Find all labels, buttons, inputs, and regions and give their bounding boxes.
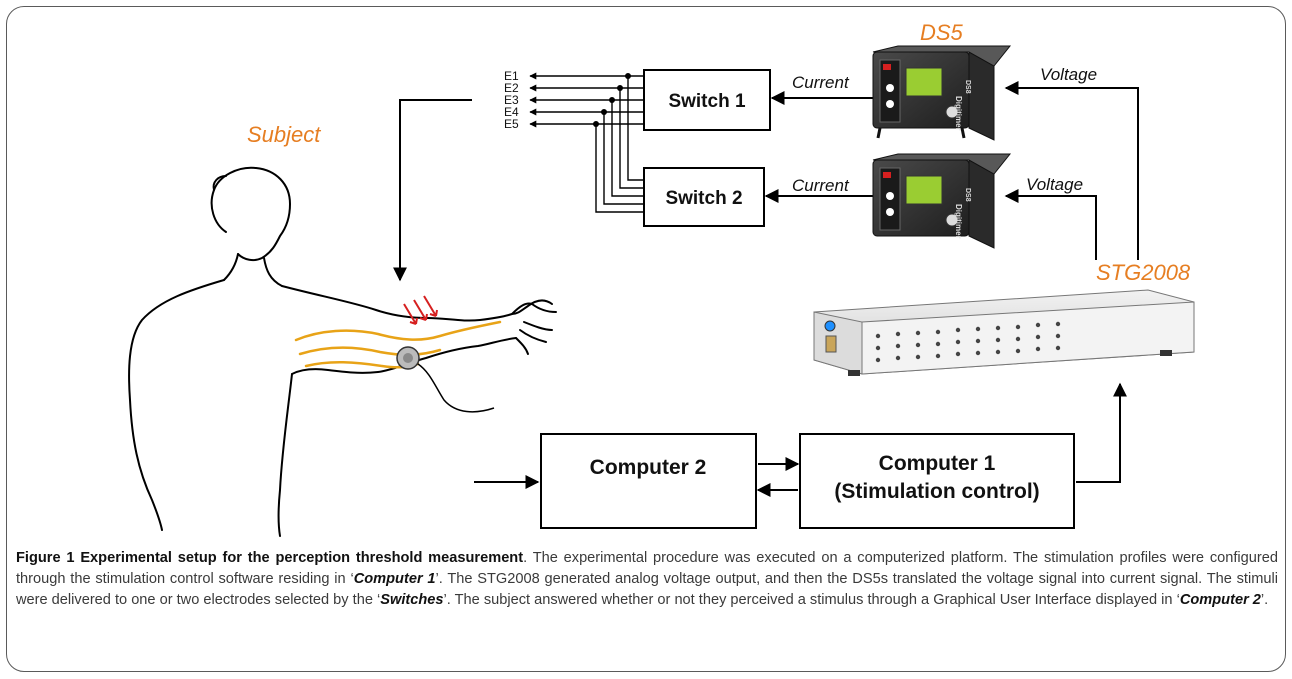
voltage-label-2: Voltage [1026,175,1083,194]
computer-1-label-line2: (Stimulation control) [834,480,1039,503]
switch-2-box [643,167,765,227]
electrode-label-e4: E4 [504,105,519,119]
subject-label: Subject [247,122,321,147]
computer-1-box [799,433,1075,529]
ds5-device-bottom: Digitimer DS8 [872,153,1012,249]
subject-figure [128,166,557,537]
caption-text-1: . The experimental procedure was execute… [16,550,1278,587]
electrode-label-e5: E5 [504,117,519,131]
caption-title: Figure 1 Experimental setup for the perc… [16,550,524,566]
stg2008-label: STG2008 [1096,260,1191,285]
voltage-arrow-1 [1004,81,1139,260]
computer-1-label-line1: Computer 1 [879,452,996,475]
caption-text-2: . The STG2008 generated analog voltage o… [16,571,1278,608]
ds5-label: DS5 [920,20,964,45]
caption-quote-2-close: ’ [443,592,447,608]
stg2008-device [813,289,1195,376]
electrode-leads [529,72,644,213]
computer-2-box [540,433,757,529]
caption-quote-3-close: ’ [1260,592,1265,608]
ds5-bottom-brand: Digitimer [954,204,963,239]
figure-caption: Figure 1 Experimental setup for the perc… [16,548,1278,611]
voltage-label-1: Voltage [1040,65,1097,84]
computer1-to-stg-arrow [1076,382,1127,483]
caption-computer2: Computer 2 [1179,592,1261,608]
caption-text-3: . The subject answered whether or not th… [446,592,1177,608]
caption-switches: Switches [380,592,444,608]
electrode-junctions [593,73,631,127]
electrode-label-e3: E3 [504,93,519,107]
caption-quote-2-open: ‘ [377,592,381,608]
ds5-bottom-model: DS8 [964,188,971,202]
current-label-2: Current [792,176,850,195]
voltage-arrow-2 [1004,189,1097,260]
electrode-label-e2: E2 [504,81,519,95]
ds5-top-brand: Digitimer [954,96,963,131]
electrode-cable [417,363,495,413]
ds5-top-model: DS8 [964,80,971,94]
caption-text-4: . [1264,592,1269,608]
caption-computer1: Computer 1 [353,571,436,587]
caption-quote-3-open: ‘ [1176,592,1180,608]
ds5-device-top: Digitimer DS8 [872,45,1012,141]
switch-2-label: Switch 2 [665,188,742,209]
switch-1-box [643,69,771,131]
caption-quote-1-close: ’ [435,571,439,587]
current-label-1: Current [792,73,850,92]
stimulus-path-arrow [393,99,472,282]
stimulus-arrows [403,295,438,325]
computer-2-label: Computer 2 [590,456,707,479]
electrode-label-e1: E1 [504,69,519,83]
caption-quote-1-open: ‘ [350,571,354,587]
switch-1-label: Switch 1 [668,91,746,112]
electrode-center [403,353,413,363]
